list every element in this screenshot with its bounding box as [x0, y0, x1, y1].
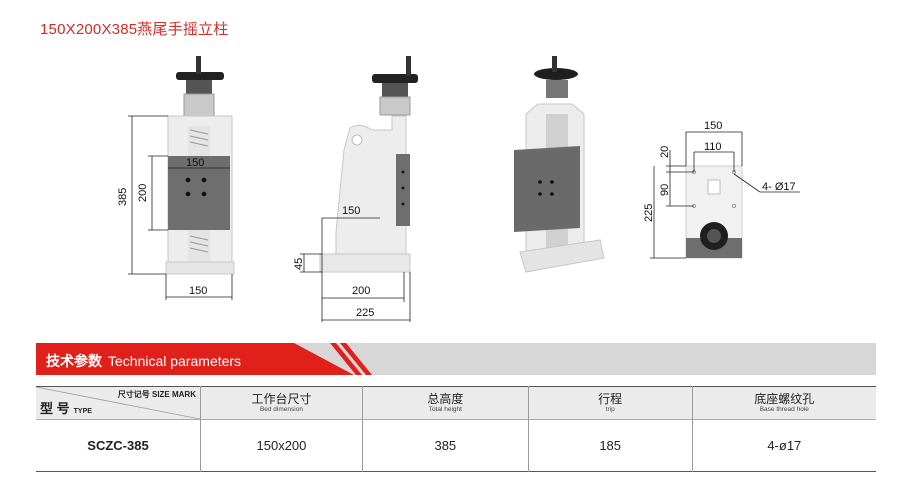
cell-base-thread-hole: 4-ø17 — [691, 419, 876, 472]
front-view-drawing: 385 200 150 150 — [117, 56, 235, 300]
dim-90: 90 — [659, 184, 671, 196]
technical-drawings: 385 200 150 150 150 45 200 225 — [117, 56, 800, 322]
hole-label: 4- Ø17 — [762, 181, 796, 193]
base-view-drawing: 150 110 20 90 225 4- Ø17 — [643, 120, 800, 259]
page-title: 150X200X385燕尾手摇立柱 — [40, 21, 229, 38]
dim-45: 45 — [293, 258, 305, 270]
table-row: SCZC-385 150x200 385 185 4-ø17 — [36, 419, 876, 472]
section-title-cn: 技术参数 — [46, 353, 102, 369]
dim-150-bottom: 150 — [189, 285, 207, 297]
dim-200: 200 — [137, 184, 149, 202]
section-title-en: Technical parameters — [108, 353, 242, 369]
side-view-drawing: 150 45 200 225 — [293, 56, 418, 322]
dim-225: 225 — [643, 204, 655, 222]
cell-total-height: 385 — [361, 419, 529, 472]
dim-385: 385 — [117, 188, 129, 206]
dim-20: 20 — [659, 146, 671, 158]
dim-110: 110 — [704, 141, 722, 153]
dim-150: 150 — [342, 205, 360, 217]
corner-size-mark: 尺寸记号 SIZE MARK — [117, 390, 196, 399]
section-title: 技术参数 Technical parameters — [46, 351, 241, 371]
cell-bed-dimension: 150x200 — [200, 419, 363, 472]
dim-150: 150 — [704, 120, 722, 132]
dim-200: 200 — [352, 285, 370, 297]
dim-150-top: 150 — [186, 157, 204, 169]
cell-model: SCZC-385 — [36, 419, 201, 472]
section-header-accent — [36, 343, 354, 375]
perspective-view-drawing — [514, 56, 605, 273]
cell-trip: 185 — [527, 419, 693, 472]
dim-225: 225 — [356, 307, 374, 319]
